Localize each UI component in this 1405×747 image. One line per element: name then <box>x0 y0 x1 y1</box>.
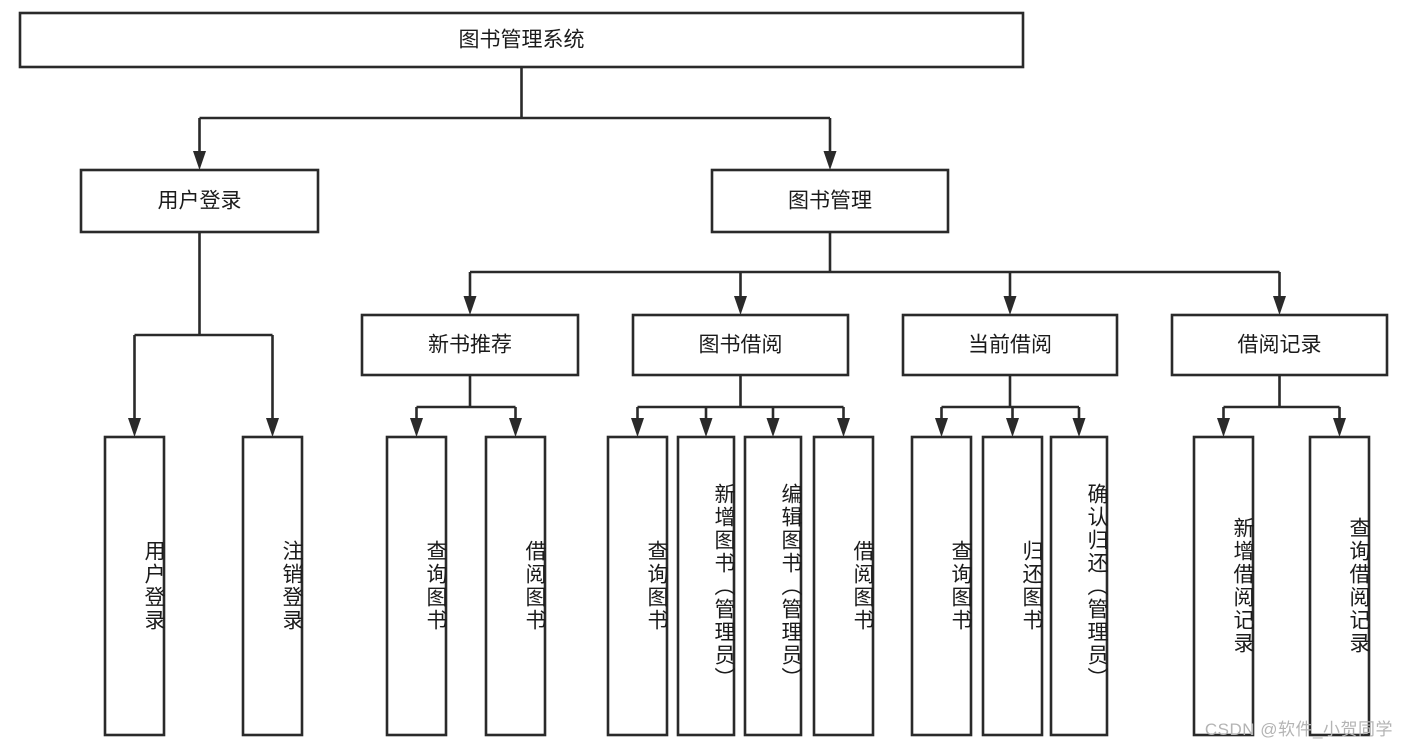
leaf-node-box[interactable] <box>676 435 736 737</box>
root-node-label: 图书管理系统 <box>459 29 585 52</box>
connector-arrowhead <box>631 418 644 437</box>
connector-arrowhead <box>463 296 477 315</box>
level3-node-box[interactable] <box>360 313 580 377</box>
leaf-node-box[interactable] <box>385 435 448 737</box>
leaf-node-box[interactable] <box>1192 435 1255 737</box>
level3-node-label: 新书推荐 <box>428 334 512 357</box>
connector-lines <box>128 67 1346 437</box>
connector-arrowhead <box>1003 296 1017 315</box>
connector-arrowhead <box>410 418 423 437</box>
level2-node-box[interactable] <box>79 168 320 234</box>
leaf-node-box[interactable] <box>484 435 547 737</box>
connector-arrowhead <box>1273 296 1286 315</box>
connector-arrowhead <box>734 296 747 315</box>
level3-node-box[interactable] <box>631 313 850 377</box>
connector-arrowhead <box>837 418 850 437</box>
leaf-node-box[interactable] <box>241 435 304 737</box>
connector-arrowhead <box>766 418 780 437</box>
leaf-node-box[interactable] <box>606 435 669 737</box>
node-boxes <box>18 11 1389 737</box>
level2-node-label: 用户登录 <box>158 190 242 213</box>
connector-arrowhead <box>823 151 837 170</box>
level3-node-label: 图书借阅 <box>699 334 783 357</box>
connector-arrowhead <box>1217 418 1230 437</box>
connector-arrowhead <box>1333 418 1346 437</box>
level3-node-label: 当前借阅 <box>968 334 1052 357</box>
connector-arrowhead <box>1072 418 1086 437</box>
leaf-node-box[interactable] <box>910 435 973 737</box>
connector-arrowhead <box>699 418 713 437</box>
leaf-node-box[interactable] <box>743 435 803 737</box>
csdn-watermark: CSDN @软件_小贺同学 <box>1204 720 1393 739</box>
level3-node-box[interactable] <box>901 313 1119 377</box>
connector-arrowhead <box>509 418 522 437</box>
connector-arrowhead <box>266 418 279 437</box>
root-node-box[interactable] <box>18 11 1025 69</box>
leaf-node-box[interactable] <box>103 435 166 737</box>
leaf-node-box[interactable] <box>812 435 875 737</box>
leaf-node-box[interactable] <box>1049 435 1109 737</box>
connector-arrowhead <box>193 151 206 170</box>
level2-node-box[interactable] <box>710 168 950 234</box>
leaf-node-box[interactable] <box>981 435 1044 737</box>
connector-arrowhead <box>128 418 141 437</box>
connector-arrowhead <box>935 418 948 437</box>
connector-arrowhead <box>1006 418 1019 437</box>
level3-node-box[interactable] <box>1170 313 1389 377</box>
level2-node-label: 图书管理 <box>788 190 872 213</box>
level3-node-label: 借阅记录 <box>1238 334 1322 357</box>
leaf-node-box[interactable] <box>1308 435 1371 737</box>
